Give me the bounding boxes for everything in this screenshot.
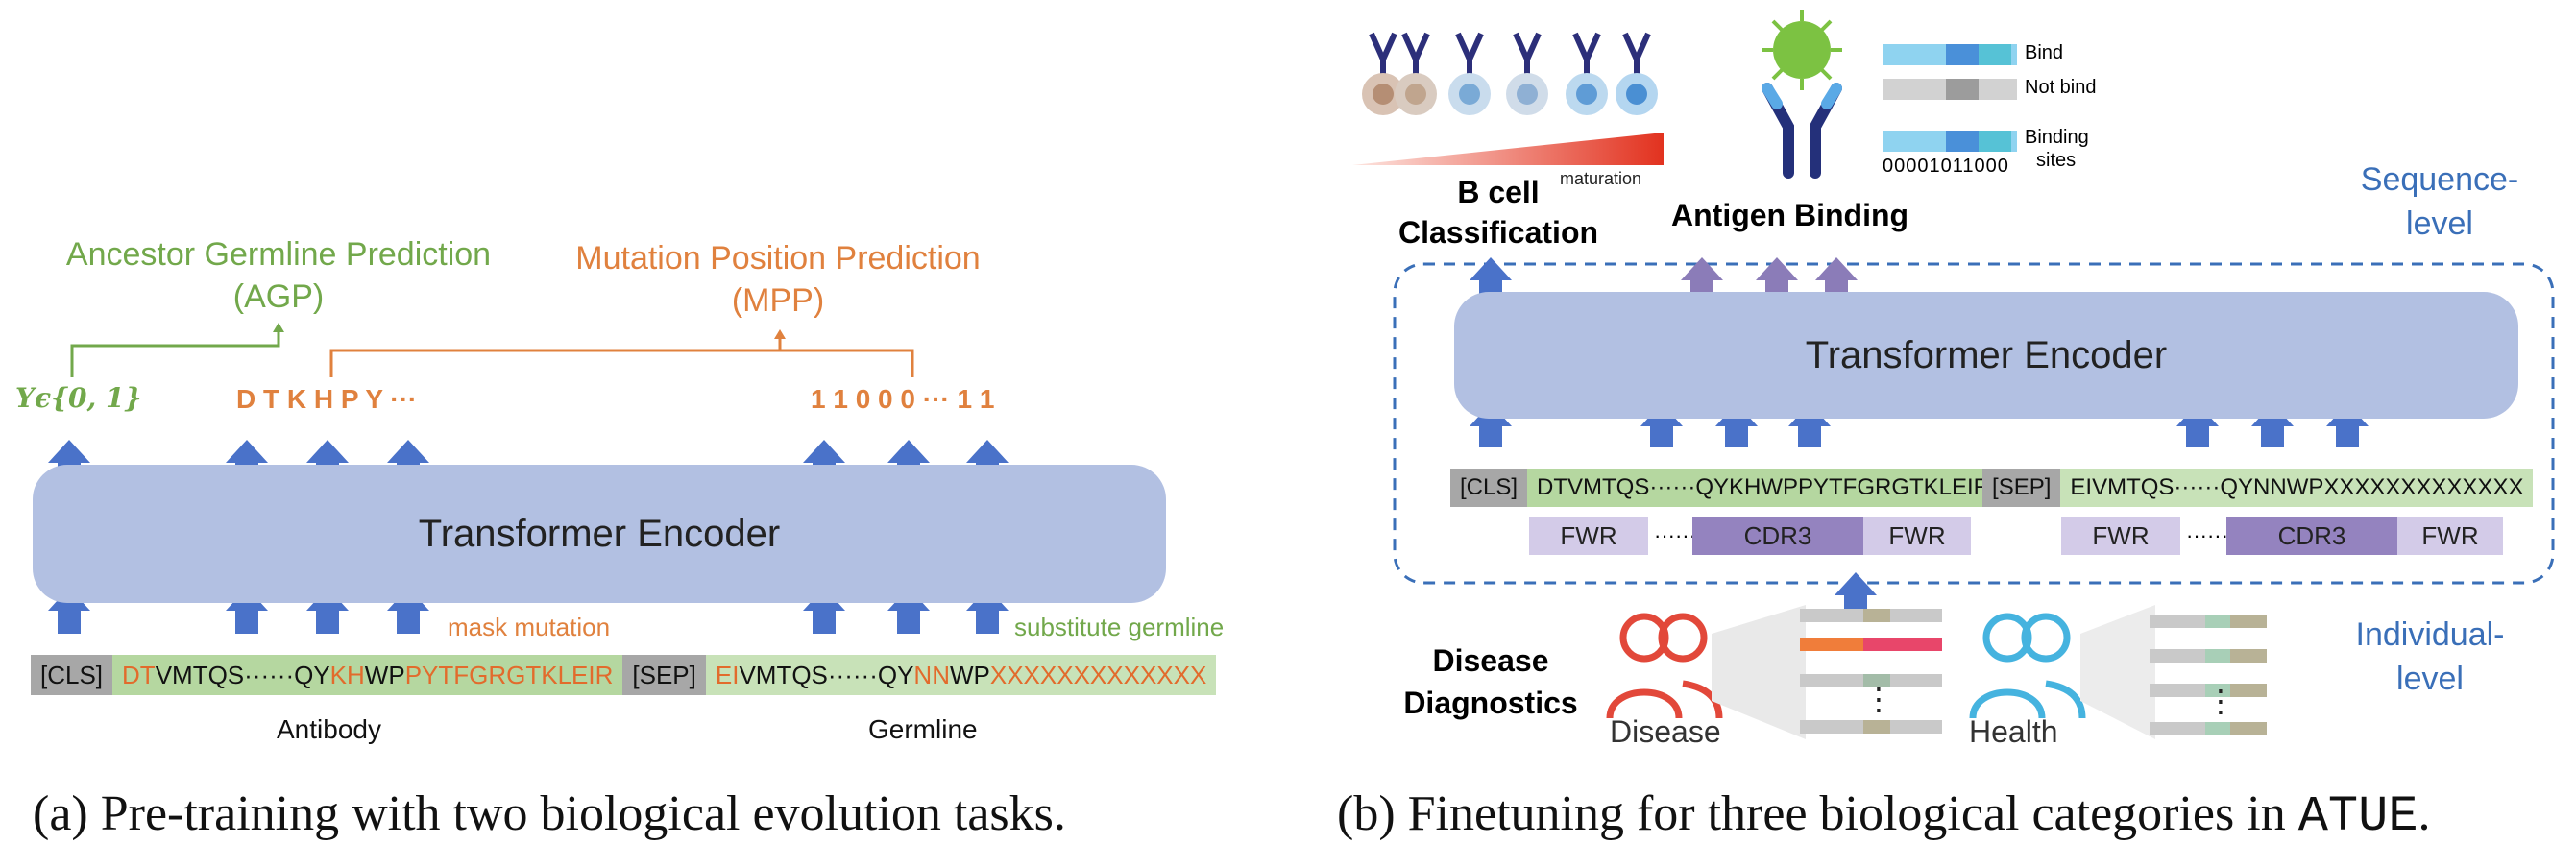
not-bind-legend-bar [1883,79,2017,100]
b-antibody-sequence: DTVMTQS······QYKHWPPYTFGRGTKLEIR [1527,469,1990,507]
b-cell-icons [1362,32,1658,115]
germline-sequence: EIVMTQS······QYNNWPXXXXXXXXXXXXX [705,655,1217,695]
agp-title: Ancestor Germline Prediction [65,236,492,273]
panel-b-caption: (b) Finetuning for three biological cate… [1337,785,2431,845]
y-output-label: Yϵ{0, 1} [15,382,142,414]
antibody-label: Antibody [277,714,381,744]
disease-person-icon [1606,613,1723,719]
antigen-binding-title: Antigen Binding [1671,198,1909,232]
b-cell-icon-1 [1362,32,1404,115]
maturation-label: maturation [1560,169,1642,188]
region-fwr-1a: FWR [1529,517,1648,555]
residue-output-label: D T K H P Y ··· [236,384,418,414]
substitute-germline-label: substitute germline [1014,613,1225,641]
b-cell-title-2: Classification [1397,215,1599,250]
panel-b-output-arrows [1470,257,1858,298]
mpp-bracket-arrowhead [774,329,786,339]
panel-b-transformer-encoder: Transformer Encoder [1454,292,2518,419]
b-cell-icon-2 [1395,32,1437,115]
antigen-output-arrow-2 [1756,257,1798,298]
b-cell-icon-3 [1506,32,1548,115]
b-cell-icon-4 [1448,32,1491,115]
antibody-icon [1762,83,1842,179]
germline-label: Germline [868,714,978,744]
panel-a-encoder-label: Transformer Encoder [418,512,781,555]
panel-b-input-arrows [1470,403,2369,447]
maturation-gradient [1352,133,1664,165]
b-cell-output-arrow [1470,257,1512,298]
region-fwr-2a: FWR [2061,517,2180,555]
region-dots-2: ······ [2186,523,2228,547]
panel-b-caption-prefix: (b) Finetuning for three biological cate… [1337,786,2298,841]
panel-a-transformer-encoder: Transformer Encoder [33,465,1166,603]
panel-a-caption: (a) Pre-training with two biological evo… [33,786,1066,841]
region-cdr3-2: CDR3 [2226,517,2397,555]
mpp-title: Mutation Position Prediction [575,240,981,277]
panel-b-caption-code: ATUE [2297,788,2418,845]
legend-binding-sites-label-2: sites [2036,150,2077,171]
b-cell-title-1: B cell [1457,175,1540,209]
disease-input-arrow [1835,572,1877,615]
legend-binding-sites-label-1: Binding [2025,127,2089,148]
sequence-level-label-1: Sequence- [2360,161,2519,198]
health-label: Health [1969,714,2058,749]
antibody-sequence: DTVMTQS······QYKHWPPYTFGRGTKLEIR [112,655,623,695]
mpp-bracket [329,336,914,377]
b-input-arrow-5 [2251,403,2294,447]
health-sequence-stack [2080,605,2267,739]
legend-bind-label: Bind [2025,42,2064,63]
b-input-arrow-cls [1470,403,1512,447]
health-vdots: ⋮ [2205,684,2236,718]
virus-icon [1762,10,1842,90]
region-fwr-1b: FWR [1863,517,1971,555]
agp-bracket-arrowhead [273,323,284,332]
region-dots-1: ······ [1654,523,1696,547]
mask-mutation-label: mask mutation [448,613,611,641]
panel-b-token-sequence: [CLS] DTVMTQS······QYKHWPPYTFGRGTKLEIR [… [1450,469,2534,507]
b-input-arrow-2 [1715,403,1758,447]
bind-legend-bar [1883,44,2017,65]
region-cdr3-1: CDR3 [1692,517,1863,555]
disease-diagnostics-title-1: Disease [1432,643,1549,678]
disease-sequence-stack [1712,605,1942,739]
agp-bracket [70,329,280,377]
disease-label: Disease [1610,714,1721,749]
legend-not-bind-label: Not bind [2025,77,2097,98]
antigen-output-arrow-1 [1681,257,1723,298]
position-output-label: 1 1 0 0 0 ··· 1 1 [811,384,995,414]
b-germline-sequence: EIVMTQS······QYNNWPXXXXXXXXXXXXX [2060,469,2534,507]
antigen-output-arrow-3 [1815,257,1858,298]
panel-b-encoder-label: Transformer Encoder [1805,333,2168,376]
health-person-icon [1969,613,2086,719]
agp-abbr: (AGP) [232,278,325,315]
sequence-level-label-2: level [2406,205,2473,242]
b-input-arrow-1 [1640,403,1683,447]
b-sep-token: [SEP] [1982,469,2061,507]
sequence-level-box [1393,262,2555,585]
b-cell-icon-5 [1566,32,1608,115]
disease-diagnostics-title-2: Diagnostics [1403,686,1578,720]
individual-level-label-1: Individual- [2355,616,2505,653]
panel-a-token-sequence: [CLS] DTVMTQS······QYKHWPPYTFGRGTKLEIR [… [31,655,1217,695]
disease-vdots: ⋮ [1863,682,1894,716]
b-cell-icon-6 [1616,32,1658,115]
cls-token: [CLS] [31,655,113,695]
b-input-arrow-4 [2176,403,2219,447]
individual-level-label-2: level [2396,661,2464,697]
binding-sites-legend-bar [1883,131,2017,152]
b-input-arrow-3 [1788,403,1831,447]
region-fwr-2b: FWR [2397,517,2503,555]
panel-b-caption-suffix: . [2418,786,2431,841]
binary-sites-label: 00001011000 [1883,156,2009,177]
b-input-arrow-6 [2326,403,2369,447]
mpp-abbr: (MPP) [731,282,825,319]
b-cls-token: [CLS] [1450,469,1528,507]
sep-token: [SEP] [622,655,706,695]
